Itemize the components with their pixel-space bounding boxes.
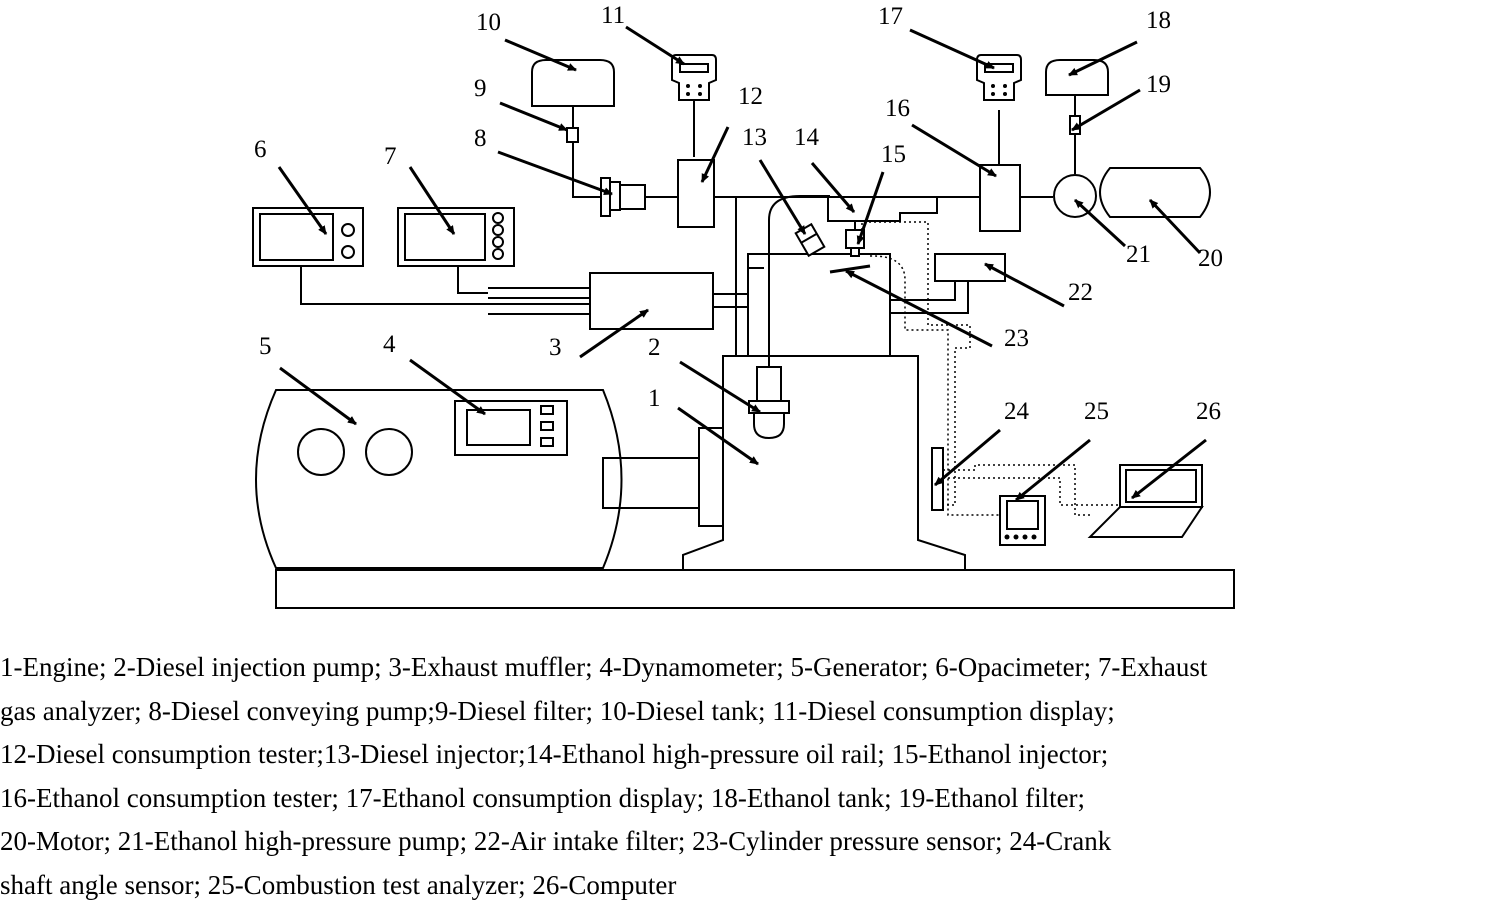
label-5: 5 [259, 333, 272, 360]
caption-line: 16-Ethanol consumption tester; 17-Ethano… [0, 777, 1496, 821]
label-6: 6 [254, 136, 267, 163]
label-2: 2 [648, 334, 661, 361]
label-24: 24 [1004, 398, 1030, 425]
label-12: 12 [738, 83, 763, 110]
ethanol-high-pressure-pump [1054, 175, 1096, 217]
ethanol-consumption-tester [980, 165, 1020, 231]
label-22: 22 [1068, 279, 1093, 306]
label-23: 23 [1004, 325, 1029, 352]
label-25: 25 [1084, 398, 1109, 425]
opacimeter [253, 208, 363, 266]
label-11: 11 [601, 2, 625, 29]
label-14: 14 [794, 124, 820, 151]
diesel-conveying-pump [601, 178, 645, 216]
exhaust-gas-analyzer [398, 208, 514, 266]
label-1: 1 [648, 385, 661, 412]
label-7: 7 [384, 143, 397, 170]
caption-line: 1-Engine; 2-Diesel injection pump; 3-Exh… [0, 646, 1496, 690]
base-plate [276, 570, 1234, 608]
label-13: 13 [742, 124, 767, 151]
motor [1100, 168, 1210, 217]
caption-line: 12-Diesel consumption tester;13-Diesel i… [0, 733, 1496, 777]
diesel-filter [567, 128, 578, 142]
diesel-tank [532, 60, 614, 106]
test-bench-schematic: 1 2 3 4 5 6 7 8 9 10 11 12 13 14 15 16 1… [0, 0, 1496, 640]
figure-caption: 1-Engine; 2-Diesel injection pump; 3-Exh… [0, 646, 1496, 907]
combustion-test-analyzer [1000, 496, 1045, 545]
label-20: 20 [1198, 245, 1223, 272]
label-15: 15 [881, 141, 906, 168]
caption-line: 20-Motor; 21-Ethanol high-pressure pump;… [0, 820, 1496, 864]
computer [1090, 465, 1202, 537]
caption-line: shaft angle sensor; 25-Combustion test a… [0, 864, 1496, 907]
label-3: 3 [549, 334, 562, 361]
label-21: 21 [1126, 241, 1151, 268]
label-17: 17 [878, 3, 903, 30]
engine [683, 254, 965, 570]
label-4: 4 [383, 331, 396, 358]
cylinder-pressure-sensor [830, 266, 870, 272]
label-16: 16 [885, 95, 910, 122]
label-18: 18 [1146, 7, 1171, 34]
label-10: 10 [476, 9, 501, 36]
ethanol-tank [1046, 60, 1108, 95]
label-19: 19 [1146, 71, 1171, 98]
dynamometer [455, 401, 567, 455]
caption-line: gas analyzer; 8-Diesel conveying pump;9-… [0, 690, 1496, 734]
label-8: 8 [474, 125, 487, 152]
exhaust-muffler [590, 273, 713, 329]
label-9: 9 [474, 75, 487, 102]
diesel-injector [796, 224, 825, 256]
label-26: 26 [1196, 398, 1221, 425]
